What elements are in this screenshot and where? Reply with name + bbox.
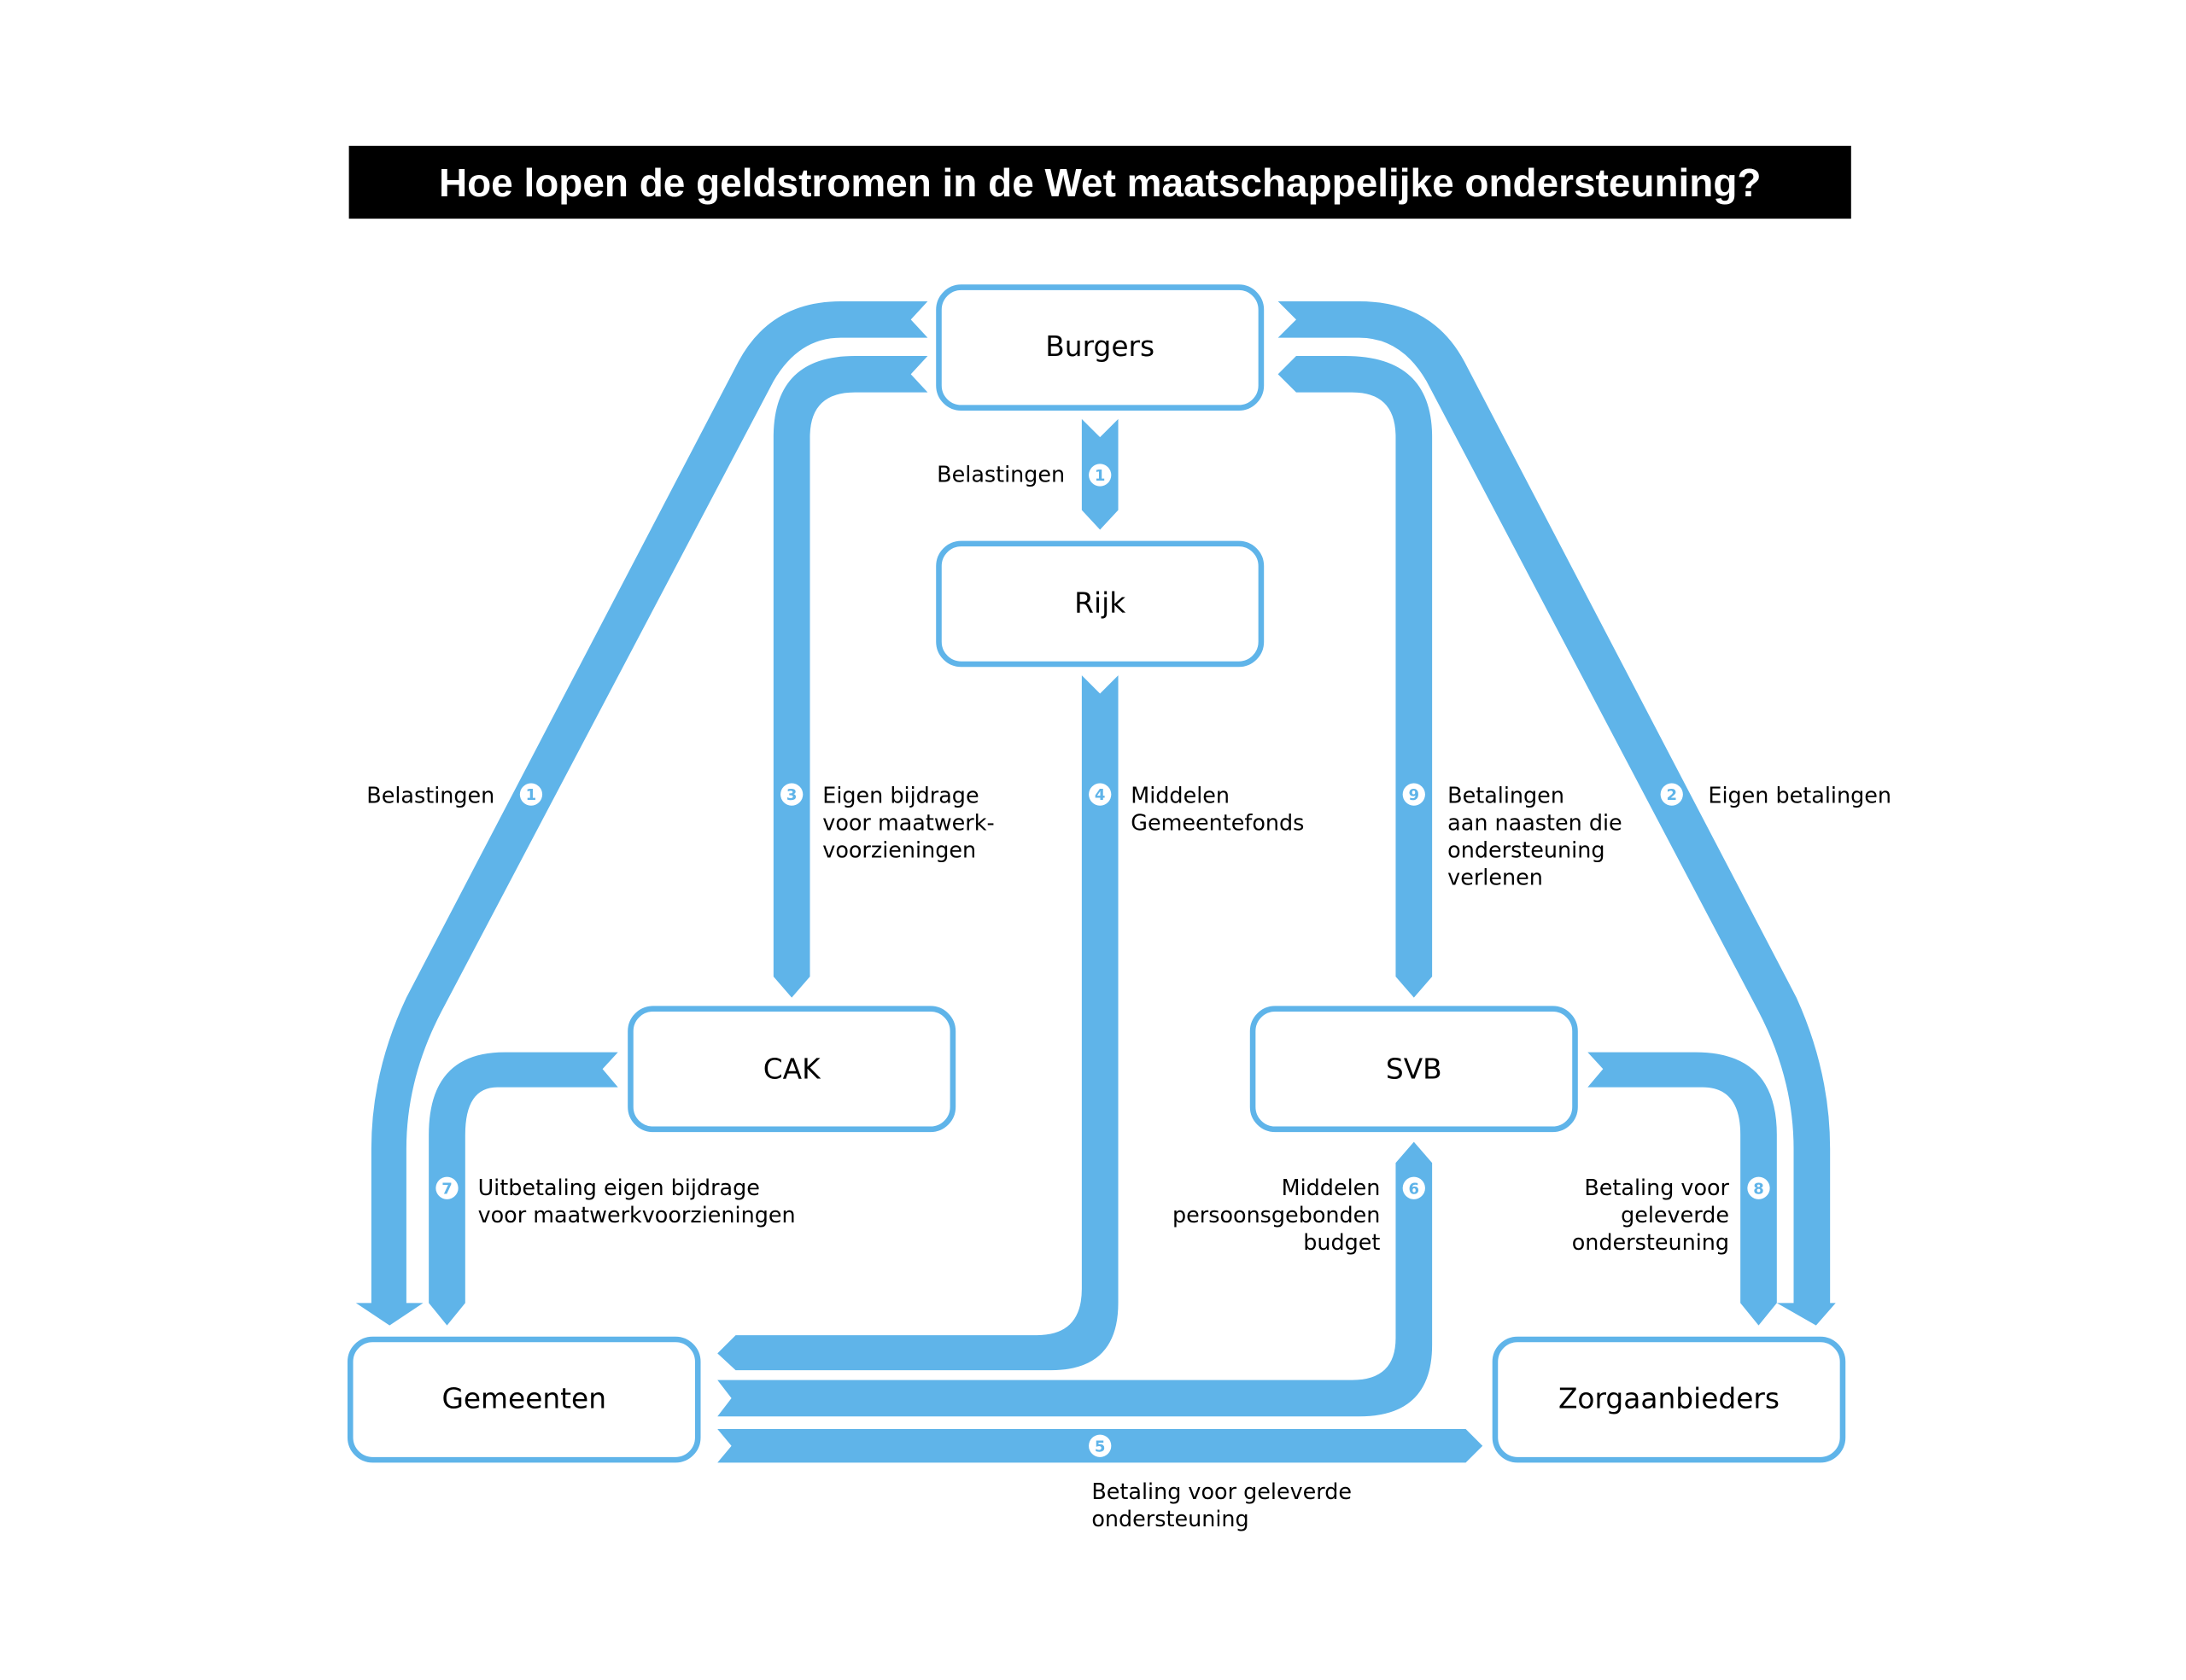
title-bar (348, 145, 1851, 219)
badge-number: 5 (1095, 1438, 1106, 1455)
flow-arrow-7 (429, 1052, 618, 1326)
badge-number: 1 (526, 786, 537, 804)
flow-arrow-6 (717, 1141, 1433, 1417)
badge-circle (1089, 1434, 1112, 1457)
badge-circle (1402, 783, 1425, 806)
node-label-cak: CAK (763, 1053, 821, 1086)
flow-label-2: Eigen betalingen (1708, 782, 1891, 808)
badge-number: 1 (1095, 467, 1106, 485)
node-label-burgers: Burgers (1045, 330, 1154, 363)
badge-circle (1660, 783, 1683, 806)
badge-number: 7 (441, 1180, 453, 1198)
flow-label-line: Eigen bijdrage (822, 782, 979, 808)
flow-label-line: voor maatwerk- (822, 809, 994, 835)
node-box-burgers (936, 284, 1265, 411)
flow-label-line: Eigen betalingen (1708, 782, 1891, 808)
flow-label-line: Betaling voor geleverde (1091, 1479, 1352, 1504)
flow-label-line: voor maatwerkvoorzieningen (478, 1202, 796, 1228)
badge-circle (1402, 1176, 1425, 1199)
badge-number: 3 (786, 786, 798, 804)
flow-badge-4: 4 (1089, 783, 1112, 806)
flow-label-line: ondersteuning (1447, 837, 1604, 862)
flow-badge-1a: 1 (1089, 464, 1112, 487)
flow-label-1a: Belastingen (937, 462, 1065, 487)
flow-arrow-3 (773, 355, 928, 998)
flow-label-line: geleverde (1621, 1202, 1729, 1228)
flow-label-1b: Belastingen (366, 782, 494, 808)
flow-label-line: Uitbetaling eigen bijdrage (478, 1175, 760, 1200)
flow-label-line: ondersteuning (1091, 1506, 1248, 1531)
diagram-title: Hoe lopen de geldstromen in de Wet maats… (439, 160, 1762, 205)
flow-badge-2: 2 (1660, 783, 1683, 806)
node-box-rijk (936, 540, 1265, 668)
flow-badge-8: 8 (1747, 1176, 1770, 1199)
badge-circle (1747, 1176, 1770, 1199)
node-label-svb: SVB (1386, 1053, 1442, 1086)
flow-label-line: Middelen (1131, 782, 1230, 808)
badge-circle (519, 783, 543, 806)
badge-circle (780, 783, 804, 806)
badge-number: 9 (1409, 786, 1420, 804)
flow-arrow-9 (1277, 355, 1433, 998)
badge-number: 6 (1409, 1180, 1420, 1198)
flow-label-line: Middelen (1282, 1175, 1381, 1200)
flow-badge-9: 9 (1402, 783, 1425, 806)
flow-badge-6: 6 (1402, 1176, 1425, 1199)
flow-label-line: Betaling voor (1584, 1175, 1729, 1200)
flow-badge-3: 3 (780, 783, 804, 806)
badge-number: 8 (1753, 1180, 1764, 1198)
flow-label-line: Belastingen (366, 782, 494, 808)
node-label-rijk: Rijk (1074, 586, 1125, 619)
badge-number: 4 (1095, 786, 1106, 804)
node-label-gemeenten: Gemeenten (441, 1382, 606, 1415)
flow-badge-1b: 1 (519, 783, 543, 806)
node-box-svb (1249, 1006, 1578, 1133)
flow-label-line: persoonsgebonden (1172, 1202, 1380, 1228)
badge-circle (1089, 464, 1112, 487)
flow-arrow-8 (1587, 1052, 1777, 1326)
node-box-gemeenten (347, 1336, 701, 1463)
badge-circle (1089, 783, 1112, 806)
flow-label-line: Betalingen (1447, 782, 1564, 808)
badge-number: 2 (1666, 786, 1677, 804)
badge-circle (435, 1176, 459, 1199)
node-label-zorgaanbieders: Zorgaanbieders (1558, 1382, 1780, 1415)
flow-badge-5: 5 (1089, 1434, 1112, 1457)
flow-label-line: Gemeentefonds (1131, 809, 1304, 835)
flow-label-line: aan naasten die (1447, 809, 1622, 835)
node-box-zorgaanbieders (1492, 1336, 1846, 1463)
flow-label-line: budget (1303, 1229, 1380, 1255)
flow-label-line: ondersteuning (1572, 1229, 1729, 1255)
flow-badges: 1 1 2 3 4 5 6 7 8 9 (435, 464, 1770, 1457)
node-box-cak (628, 1006, 956, 1133)
flow-label-line: verlenen (1447, 864, 1543, 890)
flow-label-line: Belastingen (937, 462, 1065, 487)
flow-badge-7: 7 (435, 1176, 459, 1199)
flow-label-line: voorzieningen (822, 837, 976, 862)
